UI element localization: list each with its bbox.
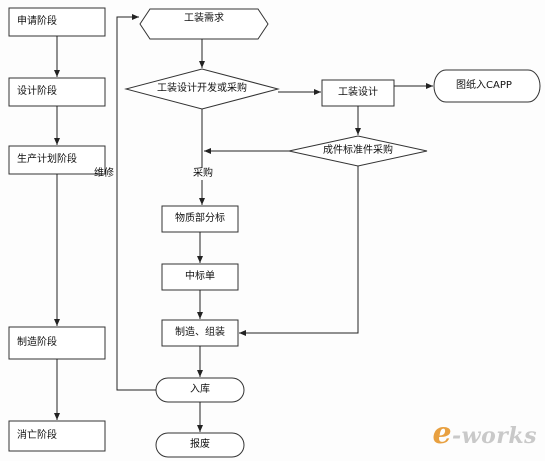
warehouse-label: 入库 bbox=[190, 384, 210, 395]
arrow-stdpurchase-fabricate bbox=[239, 166, 359, 336]
arrow-repair-loop bbox=[116, 14, 156, 391]
stage-scrap-label: 消亡阶段 bbox=[17, 430, 57, 441]
stage-scrap-box bbox=[8, 420, 106, 452]
develop-or-buy-diamond bbox=[124, 68, 280, 110]
demand-hexagon bbox=[139, 8, 269, 40]
tool-design-box bbox=[321, 79, 395, 107]
eworks-watermark: e-works bbox=[432, 416, 537, 451]
stage-plan-label: 生产计划阶段 bbox=[17, 154, 77, 165]
stage-apply-box bbox=[8, 7, 106, 37]
award-label: 中标单 bbox=[185, 271, 215, 282]
discard-terminal bbox=[155, 432, 245, 458]
dept-bid-label: 物质部分标 bbox=[175, 213, 225, 224]
std-purchase-label: 成件标准件采购 bbox=[323, 145, 393, 156]
capp-label: 图纸入CAPP bbox=[456, 80, 512, 91]
stage-manufacture-box bbox=[8, 326, 106, 360]
purchase-label: 采购 bbox=[193, 168, 213, 179]
demand-label: 工装需求 bbox=[184, 13, 224, 24]
stage-design-box bbox=[8, 77, 106, 107]
tool-design-label: 工装设计 bbox=[338, 87, 378, 98]
stage-manufacture-label: 制造阶段 bbox=[17, 337, 57, 348]
discard-label: 报废 bbox=[190, 439, 210, 450]
repair-label: 维修 bbox=[94, 168, 114, 179]
std-purchase-diamond bbox=[288, 135, 428, 167]
capp-storage bbox=[433, 69, 541, 103]
fabricate-box bbox=[161, 319, 239, 347]
stage-design-label: 设计阶段 bbox=[17, 86, 57, 97]
fabricate-label: 制造、组装 bbox=[175, 327, 225, 338]
stage-apply-label: 申请阶段 bbox=[17, 16, 57, 27]
develop-or-buy-label: 工装设计开发或采购 bbox=[157, 83, 247, 94]
